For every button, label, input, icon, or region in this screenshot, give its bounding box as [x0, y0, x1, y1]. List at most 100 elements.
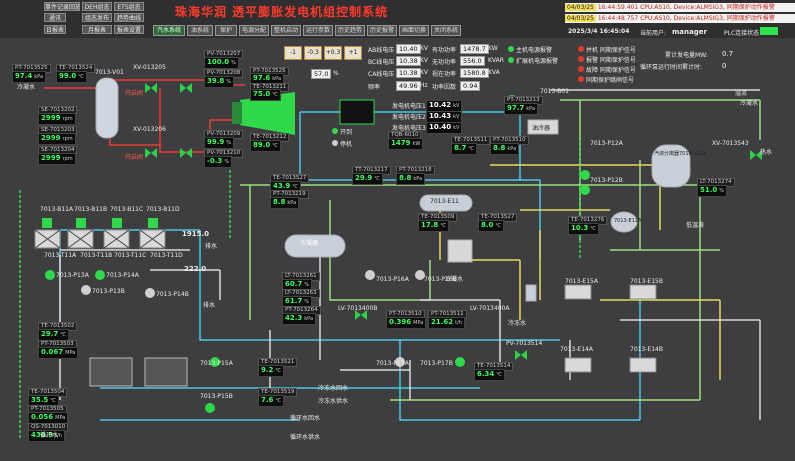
menu-button-trend[interactable]: 趋势曲线 [114, 13, 144, 22]
equip-label-p12b: 7013-P12B [590, 177, 623, 184]
tab-power-distribution[interactable]: 电源分配 [239, 25, 269, 36]
tag-value[interactable]: 99.0℃ [56, 71, 87, 83]
increase-1-button[interactable]: +1 [344, 46, 362, 60]
flow-label-cooling-supply: 循环水供水 [290, 434, 321, 441]
bc-voltage-unit: KV [420, 57, 429, 64]
menu-button-report-settings[interactable]: 报表设置 [114, 25, 144, 34]
tag-value[interactable]: 89.0℃ [250, 140, 281, 152]
plc-status-indicator [760, 27, 778, 35]
top-toolbar: 事件记录回放 DEH组态 ETS组态 通讯 组态发布 趋势曲线 日报表 月报表 … [0, 0, 795, 38]
valve-open-label-1: 开启阀 [125, 90, 144, 97]
alarm-line-2[interactable]: 04/03/25 16:44:48.757 CPU:AS10, Device:A… [565, 14, 795, 23]
menu-button-monthly-report[interactable]: 月报表 [82, 25, 112, 34]
equip-label-t11b: 7013-T11B [80, 252, 113, 259]
menu-button-event-replay[interactable]: 事件记录回放 [44, 2, 80, 11]
tag-value[interactable]: -0.3% [204, 156, 233, 168]
equip-label-b01: 7013-B01 [540, 88, 569, 95]
sync-label-4: 同期保护跳闸信号 [586, 77, 635, 84]
stop-status-led [332, 140, 338, 146]
tag-value[interactable]: 6.34℃ [474, 369, 505, 381]
equip-label-p14a: 7013-P14A [106, 272, 139, 279]
alarm-line-1[interactable]: 04/03/25 16:44:59.401 CPU:AS10, Device:A… [565, 3, 795, 12]
apparent-power-label: 视在功率 [432, 71, 457, 78]
tag-value[interactable]: 7.6℃ [258, 395, 285, 407]
run-status-led [332, 128, 338, 134]
tag-value[interactable]: 75.0℃ [250, 89, 281, 101]
sync-led-2 [578, 56, 584, 62]
equip-label-xv205: XV-013205 [133, 64, 166, 71]
flow-label-condensate-1: 冷凝水 [17, 84, 36, 91]
tag-value[interactable]: 17.8℃ [418, 220, 449, 232]
tag-value[interactable]: 51.0% [697, 185, 728, 197]
tab-oil-system[interactable]: 油系统 [187, 25, 213, 36]
equip-label-lv400b: LV-7013400B [338, 305, 378, 312]
decrease-0.3-button[interactable]: -0.3 [304, 46, 322, 60]
user-name: manager [672, 28, 707, 36]
datetime: 2025/3/4 16:45:04 [568, 28, 630, 35]
tab-screen-switch[interactable]: 画面切换 [399, 25, 429, 36]
tab-close-system[interactable]: 关闭系统 [431, 25, 461, 36]
setpoint-value[interactable]: 57.0 [311, 69, 332, 79]
tag-value[interactable]: 99.9% [204, 137, 235, 149]
bc-voltage-value: 10.38 [396, 56, 421, 66]
frequency-value: 49.96 [396, 81, 421, 91]
tag-value[interactable]: 29.9℃ [352, 173, 383, 185]
tab-history-trend[interactable]: 历史趋势 [335, 25, 365, 36]
equip-label-e12a: 7013-E12A [614, 218, 642, 224]
menu-button-ets-config[interactable]: ETS组态 [114, 2, 144, 11]
menu-button-publish[interactable]: 组态发布 [82, 13, 112, 22]
active-power-value: 1478.7 [460, 44, 489, 54]
flow-label-overflow: 溢流 [735, 90, 748, 97]
flow-label-cooling-return: 循环水回水 [290, 415, 321, 422]
equip-label-b11c: 7013-B11C [110, 206, 144, 213]
alarm-led-ext-power [508, 57, 514, 63]
menu-button-comm[interactable]: 通讯 [44, 13, 66, 22]
tag-value[interactable]: 10.3℃ [568, 223, 599, 235]
equip-label-t11d: 7013-T11D [150, 252, 183, 259]
flow-label-condensate-3: 冷凝水 [740, 100, 759, 107]
tag-value[interactable]: 9.2℃ [258, 365, 285, 377]
circulation-pipe-green [240, 184, 701, 401]
equip-label-pv514: PV-7013514 [506, 340, 543, 347]
flow-value-1915: 1915.0 [182, 230, 210, 238]
flow-label-circulation: 循环水 [40, 432, 59, 439]
tab-protection[interactable]: 保护 [215, 25, 237, 36]
tag-value[interactable]: 39.8% [204, 76, 235, 88]
equip-label-e15a: 7013-E15A [565, 278, 598, 285]
equip-label-t11a: 7013-T11A [44, 252, 77, 259]
tag-value[interactable]: 100.0% [204, 57, 239, 69]
decrease-1-button[interactable]: -1 [284, 46, 302, 60]
increase-0.3-button[interactable]: +0.3 [324, 46, 342, 60]
tab-history-alarm[interactable]: 历史报警 [367, 25, 397, 36]
tab-startup[interactable]: 整机启动 [271, 25, 301, 36]
equip-label-xv206: XV-013206 [133, 126, 166, 133]
tab-steam-water[interactable]: 汽水系统 [153, 25, 185, 36]
equip-label-p14b: 7013-P14B [156, 291, 189, 298]
tag-value[interactable]: 8.7℃ [451, 143, 478, 155]
sync-led-4 [578, 76, 584, 82]
equip-label-e11: 7013-E11 [430, 198, 459, 205]
tab-run-params[interactable]: 运行参数 [303, 25, 333, 36]
equip-label-lv400a: LV-7013400A [470, 305, 510, 312]
menu-button-deh-config[interactable]: DEH组态 [82, 2, 112, 11]
menu-button-daily-report[interactable]: 日报表 [44, 25, 66, 34]
alarm-label-main-power: 主机电源报警 [516, 47, 553, 54]
tag-value[interactable]: 8.0℃ [478, 220, 505, 232]
